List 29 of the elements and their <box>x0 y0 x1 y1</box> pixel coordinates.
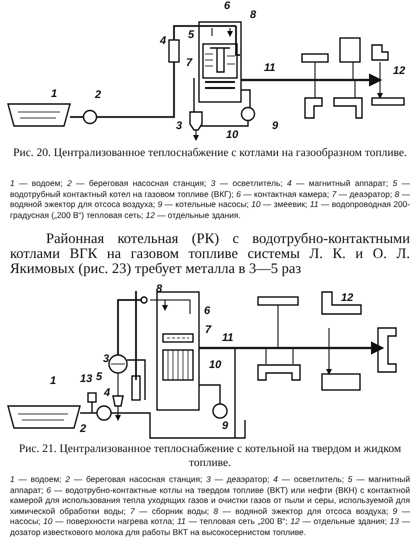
callout-number: 9 <box>222 421 228 432</box>
body-paragraph: Районная котельная (РК) с водотрубно-контактными котлами ВГК на газовом топливе системы Л. К. и О. Л. Якимовых (рис. 23) требует металла в 3—5 раз <box>10 232 410 277</box>
callout-number: 13 <box>80 374 92 385</box>
callout-number: 8 <box>250 10 256 21</box>
callout-number: 11 <box>264 63 276 74</box>
callout-number: 7 <box>205 325 212 336</box>
callout-number: 4 <box>104 388 110 399</box>
callout-number: 5 <box>188 30 194 41</box>
callout-number: 2 <box>80 424 86 435</box>
legend-text: 1 — водоем; 2 — береговая насосная станция; 3 — осветлитель; 4 — магнитный аппарат; 5 — водотрубный контактный котел на газовом топливе (ВКГ); 6 — контактная камера; 7 — деаэратор; 8 — водяной эжектор для отсоса воздуха; 9 — котельные насосы; 10 — змеевик; 11 — водопроводная 200-градусная („200 В“) тепловая сеть; 12 — отдельные здания. <box>10 178 410 220</box>
callout-number: 1 <box>51 89 58 100</box>
legend-text: 1 — водоем; 2 — береговая насосная станция; 3 — деаэратор; 4 — осветлитель; 5 — магнитный аппарат; 6 — водотрубно-контактные котлы на твердом топливе (ВКТ) или нефти (ВКН) с контактной камерой для использования тепла уходящих газов и очистки газов от пыли и серы, используемой для химической обработки воды; 7 — сборник воды; 8 — водяной эжектор для отсоса воздуха; 9 — насосы; 10 — поверхности нагрева котла; 11 — тепловая сеть „200 В“; 12 — отдельные здания; 13 — дозатор известкового молока для работы ВКТ на высокосернистом топливе. <box>10 474 410 538</box>
callout-number: 9 <box>272 121 278 132</box>
callout-number: 12 <box>341 293 354 304</box>
callout-number: 11 <box>222 333 234 344</box>
callout-number: 3 <box>103 354 110 365</box>
callout-number: 3 <box>176 121 182 132</box>
callout-number: 4 <box>160 36 166 47</box>
callout-number: 1 <box>50 376 56 387</box>
callout-number: 6 <box>224 1 230 12</box>
callout-number: 12 <box>393 66 406 77</box>
callout-number: 2 <box>95 90 102 101</box>
callout-number: 6 <box>204 306 210 317</box>
figure-caption: Рис. 21. Централизованное теплоснабжение с котельной на твердом и жидком топливе. <box>18 442 402 470</box>
figure-caption: Рис. 20. Централизованное теплоснабжение с котлами на газообразном топливе. <box>12 146 408 160</box>
callout-number: 5 <box>96 372 102 383</box>
callout-number: 7 <box>186 58 192 69</box>
callout-number: 10 <box>226 130 238 141</box>
callout-number: 10 <box>209 360 222 371</box>
